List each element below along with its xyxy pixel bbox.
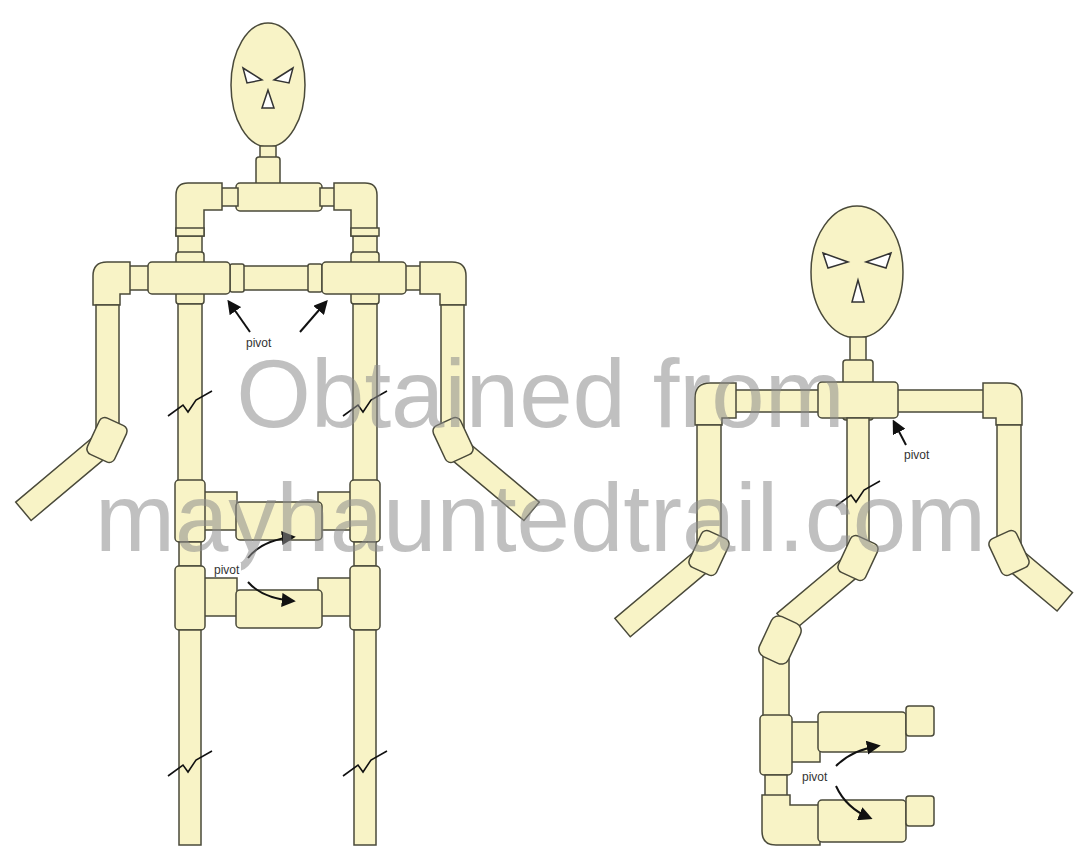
- watermark: Obtained from: [236, 346, 844, 442]
- pivot-label: pivot: [800, 770, 829, 784]
- pivot-label: pivot: [902, 448, 931, 462]
- watermark: mayhauntedtrail.com: [95, 470, 986, 566]
- pivot-label: pivot: [212, 563, 241, 577]
- pivot-label: pivot: [244, 336, 273, 350]
